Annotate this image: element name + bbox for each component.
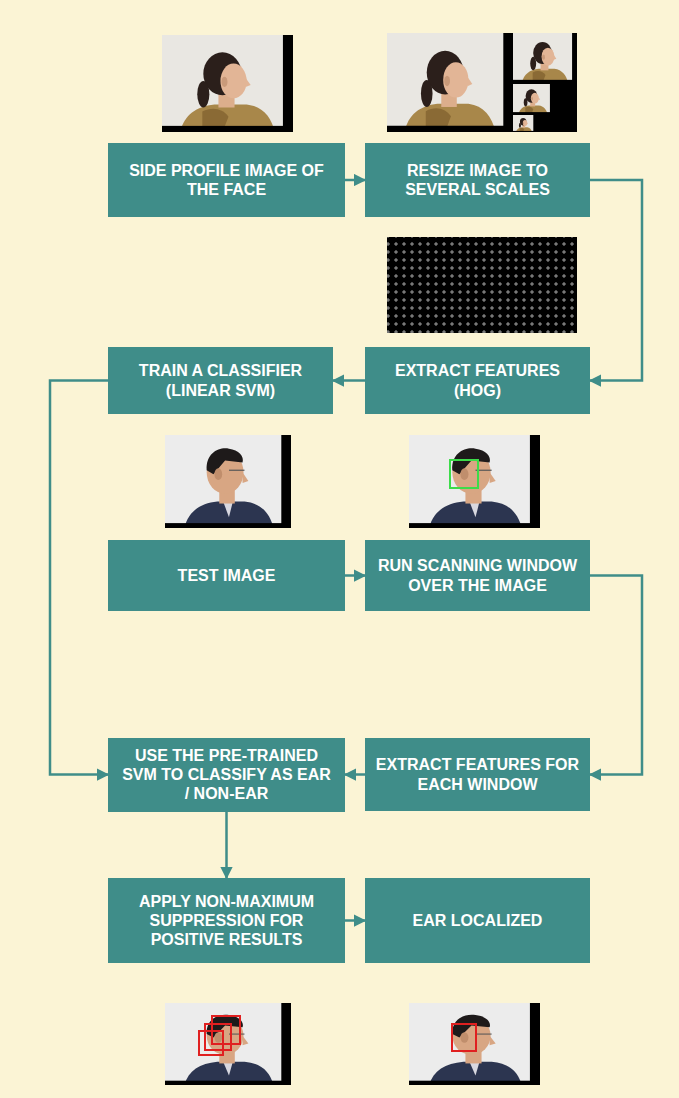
result-photo bbox=[409, 1003, 540, 1085]
flow-arrow bbox=[50, 381, 108, 775]
process-box: EXTRACT FEATURES (HOG) bbox=[365, 347, 590, 414]
test-photo bbox=[165, 435, 291, 528]
profile-photo bbox=[162, 35, 293, 132]
box-label: APPLY NON-MAXIMUM SUPPRESSION FOR POSITI… bbox=[118, 892, 335, 950]
flow-arrow bbox=[225, 812, 228, 879]
process-box: EXTRACT FEATURES FOR EACH WINDOW bbox=[365, 738, 590, 811]
test-photo bbox=[409, 435, 540, 528]
process-box: RUN SCANNING WINDOW OVER THE IMAGE bbox=[365, 540, 590, 611]
scale-background bbox=[513, 33, 577, 132]
box-label: RESIZE IMAGE TO SEVERAL SCALES bbox=[375, 161, 580, 199]
flow-arrow bbox=[345, 773, 365, 776]
flow-arrow bbox=[333, 379, 365, 382]
process-box: EAR LOCALIZED bbox=[365, 878, 590, 963]
scaled-photo bbox=[513, 84, 553, 114]
profile-photo bbox=[387, 33, 513, 132]
flow-arrow bbox=[345, 919, 365, 922]
box-label: SIDE PROFILE IMAGE OF THE FACE bbox=[118, 161, 335, 199]
flow-arrow bbox=[590, 180, 642, 381]
scaled-photo bbox=[513, 115, 535, 132]
box-label: RUN SCANNING WINDOW OVER THE IMAGE bbox=[375, 556, 580, 594]
result-photo bbox=[165, 1003, 291, 1085]
process-box: RESIZE IMAGE TO SEVERAL SCALES bbox=[365, 143, 590, 217]
process-box: APPLY NON-MAXIMUM SUPPRESSION FOR POSITI… bbox=[108, 878, 345, 963]
box-label: EAR LOCALIZED bbox=[413, 911, 543, 930]
scaled-photo bbox=[513, 33, 577, 83]
process-box: USE THE PRE-TRAINED SVM TO CLASSIFY AS E… bbox=[108, 738, 345, 812]
process-box: TRAIN A CLASSIFIER (LINEAR SVM) bbox=[108, 347, 333, 414]
hog-feature-map bbox=[387, 237, 577, 333]
flow-arrow bbox=[590, 576, 642, 775]
box-label: TRAIN A CLASSIFIER (LINEAR SVM) bbox=[118, 361, 323, 399]
detection-box bbox=[452, 1024, 476, 1051]
process-box: SIDE PROFILE IMAGE OF THE FACE bbox=[108, 143, 345, 217]
detection-box bbox=[199, 1031, 223, 1055]
box-label: EXTRACT FEATURES (HOG) bbox=[375, 361, 580, 399]
scan-window bbox=[450, 460, 478, 488]
flow-arrow bbox=[345, 179, 365, 182]
process-box: TEST IMAGE bbox=[108, 540, 345, 611]
box-label: EXTRACT FEATURES FOR EACH WINDOW bbox=[375, 755, 580, 793]
box-label: TEST IMAGE bbox=[178, 566, 276, 585]
box-label: USE THE PRE-TRAINED SVM TO CLASSIFY AS E… bbox=[118, 746, 335, 804]
flow-arrow bbox=[345, 574, 365, 577]
detection-box bbox=[205, 1024, 231, 1050]
